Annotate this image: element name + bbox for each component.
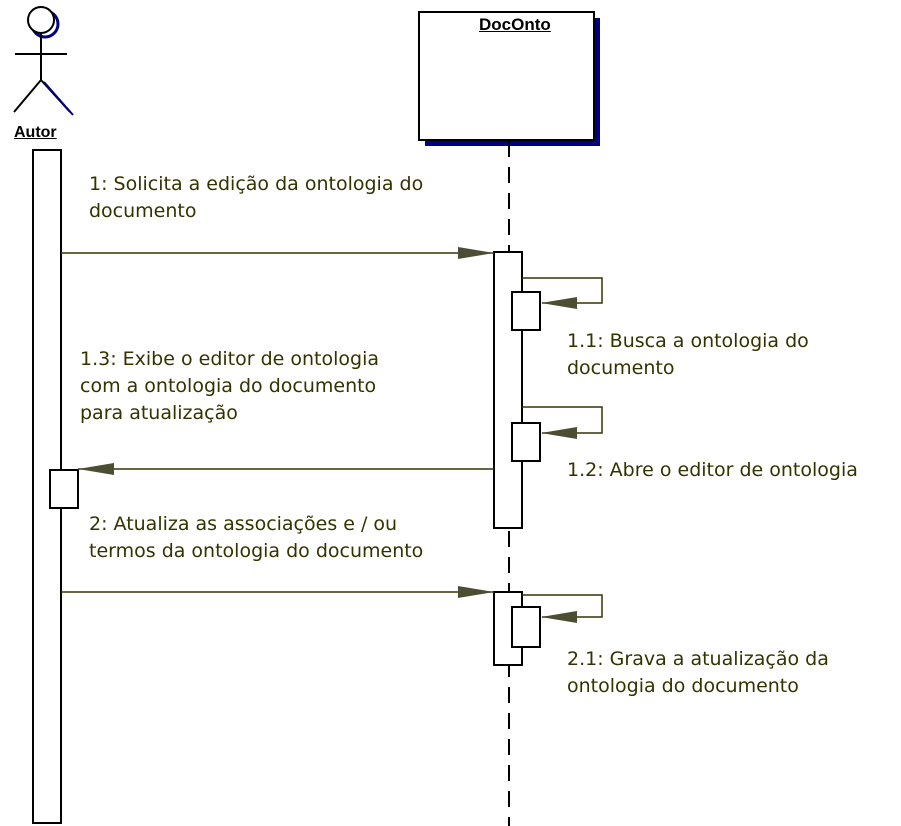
message-1-3-arrow bbox=[78, 463, 494, 475]
message-2-1-arrow bbox=[522, 594, 603, 623]
message-1-2-label: 1.2: Abre o editor de ontologia bbox=[567, 459, 858, 481]
object-doconto-box bbox=[418, 11, 595, 141]
message-1-label: 1: Solicita a edição da ontologia do doc… bbox=[89, 173, 424, 222]
message-1-3-label: 1.3: Exibe o editor de ontologia com a o… bbox=[80, 348, 380, 424]
actor-activation-box bbox=[49, 469, 79, 509]
object-activation-1-2 bbox=[511, 422, 541, 462]
actor-autor-icon bbox=[13, 6, 74, 116]
actor-name: Autor bbox=[14, 124, 57, 141]
object-activation-1-1 bbox=[511, 291, 541, 331]
message-2-arrow bbox=[61, 586, 494, 598]
object-name: DocOnto bbox=[479, 15, 551, 34]
message-1-2-arrow bbox=[522, 406, 603, 439]
message-1-arrow bbox=[61, 247, 494, 259]
message-1-1-label: 1.1: Busca a ontologia do documento bbox=[567, 330, 809, 379]
object-activation-2-1 bbox=[511, 606, 541, 648]
message-2-1-label: 2.1: Grava a atualização da ontologia do… bbox=[567, 648, 829, 697]
message-1-1-arrow bbox=[522, 277, 603, 309]
message-2-label: 2: Atualiza as associações e / ou termos… bbox=[89, 513, 424, 562]
